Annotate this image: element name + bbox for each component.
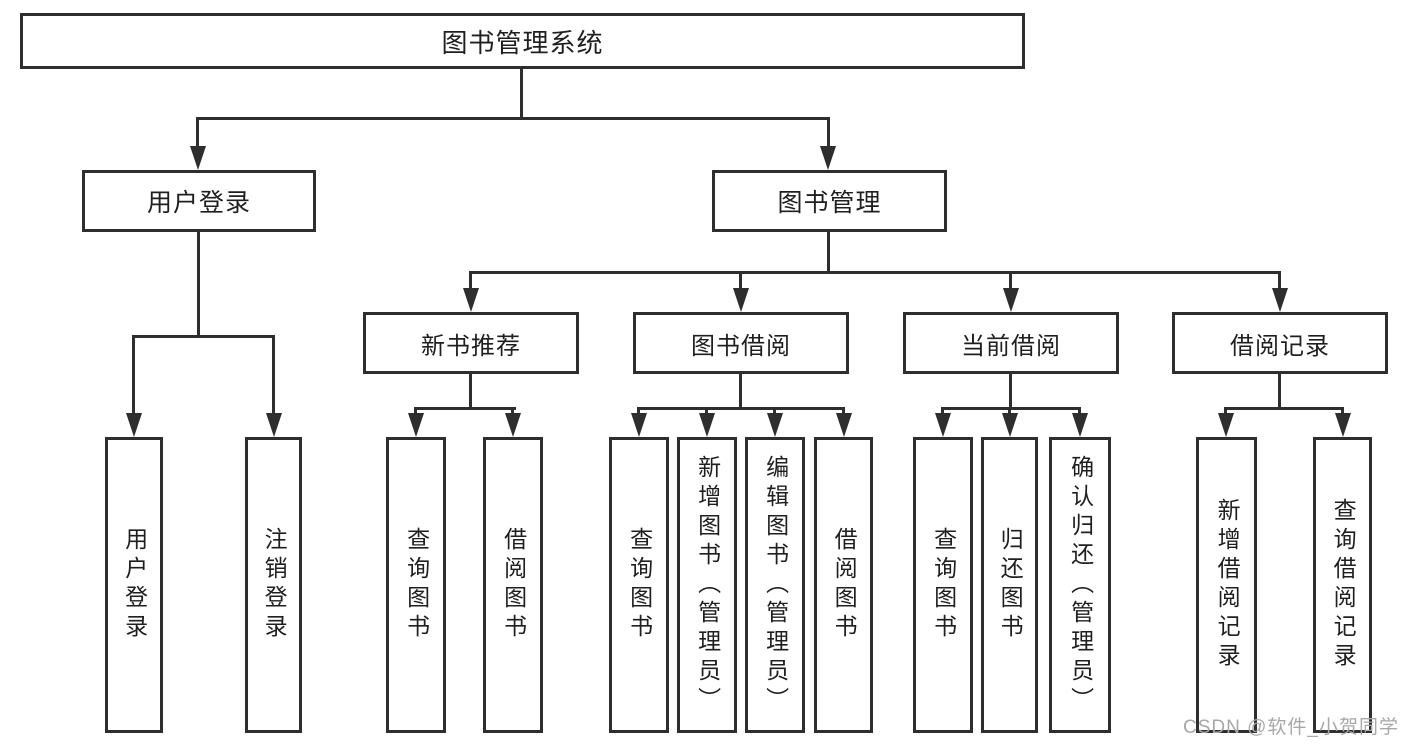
leaf-records-add-label: 新增借阅记录 bbox=[1214, 498, 1241, 672]
connector-mgmt-stem bbox=[827, 230, 830, 274]
arrowhead-leaf-logout bbox=[266, 413, 282, 437]
leaf-borrow-borrow: 借阅图书 bbox=[814, 437, 873, 733]
arrowhead-bw-edit bbox=[767, 413, 783, 437]
arrowhead-borrow-records bbox=[1272, 288, 1288, 312]
connector-drop-user-login-node bbox=[196, 117, 199, 149]
connector-drop-leaf-user-login bbox=[132, 335, 135, 417]
connector-drop-nb-borrow bbox=[511, 407, 514, 416]
leaf-borrow-edit-label: 编辑图书（管理员） bbox=[762, 454, 789, 716]
arrowhead-nb-query bbox=[408, 413, 424, 437]
leaf-newbook-query: 查询图书 bbox=[386, 437, 446, 733]
arrowhead-bw-borrow bbox=[836, 413, 852, 437]
connector-drop-bw-borrow bbox=[842, 407, 845, 416]
connector-drop-new-book bbox=[469, 271, 472, 291]
leaf-current-query: 查询图书 bbox=[913, 437, 973, 733]
connector-drop-cur-return bbox=[1008, 407, 1011, 416]
leaf-user-login-label: 用户登录 bbox=[121, 527, 148, 643]
connector-drop-bw-edit bbox=[773, 407, 776, 416]
connector-current-bar bbox=[941, 407, 1081, 410]
connector-drop-book-borrow bbox=[739, 271, 742, 291]
connector-login-stem bbox=[197, 230, 200, 337]
node-borrow-records: 借阅记录 bbox=[1172, 312, 1388, 374]
csdn-watermark: CSDN @软件_小贺同学 bbox=[1183, 717, 1399, 738]
connector-borrow-stem bbox=[739, 374, 742, 410]
leaf-borrow-borrow-label: 借阅图书 bbox=[831, 527, 858, 643]
node-user-login: 用户登录 bbox=[82, 170, 316, 232]
leaf-current-confirm-label: 确认归还（管理员） bbox=[1067, 454, 1094, 716]
leaf-records-query: 查询借阅记录 bbox=[1313, 437, 1372, 733]
node-borrow-records-label: 借阅记录 bbox=[1230, 332, 1330, 360]
connector-newbook-bar bbox=[414, 407, 516, 410]
arrowhead-cur-query bbox=[935, 413, 951, 437]
node-new-book-recommend: 新书推荐 bbox=[363, 312, 579, 374]
arrowhead-book-management bbox=[820, 146, 836, 170]
connector-root-stem bbox=[520, 66, 523, 120]
node-book-management-label: 图书管理 bbox=[777, 189, 882, 217]
leaf-borrow-edit: 编辑图书（管理员） bbox=[745, 437, 805, 733]
node-user-login-label: 用户登录 bbox=[146, 189, 251, 217]
leaf-user-login: 用户登录 bbox=[105, 437, 163, 733]
leaf-newbook-borrow: 借阅图书 bbox=[483, 437, 543, 733]
node-root-label: 图书管理系统 bbox=[441, 27, 604, 58]
connector-login-bar bbox=[132, 335, 275, 338]
connector-drop-rec-add bbox=[1224, 407, 1227, 416]
connector-drop-book-management bbox=[827, 117, 830, 149]
arrowhead-new-book bbox=[463, 288, 479, 312]
leaf-current-return: 归还图书 bbox=[981, 437, 1038, 733]
arrowhead-current-borrow bbox=[1003, 288, 1019, 312]
arrowhead-bw-add bbox=[699, 413, 715, 437]
connector-drop-current-borrow bbox=[1009, 271, 1012, 291]
node-book-borrow-label: 图书借阅 bbox=[691, 332, 791, 360]
connector-drop-leaf-logout bbox=[272, 335, 275, 417]
arrowhead-user-login-node bbox=[190, 146, 206, 170]
leaf-logout-label: 注销登录 bbox=[261, 527, 288, 643]
arrowhead-book-borrow bbox=[733, 288, 749, 312]
arrowhead-cur-return bbox=[1002, 413, 1018, 437]
leaf-logout: 注销登录 bbox=[245, 437, 302, 733]
leaf-borrow-query: 查询图书 bbox=[609, 437, 669, 733]
node-current-borrow: 当前借阅 bbox=[903, 312, 1119, 374]
connector-mgmt-bar bbox=[469, 271, 1281, 274]
leaf-newbook-query-label: 查询图书 bbox=[403, 527, 430, 643]
leaf-records-query-label: 查询借阅记录 bbox=[1330, 498, 1357, 672]
leaf-borrow-query-label: 查询图书 bbox=[626, 527, 653, 643]
connector-drop-bw-query bbox=[637, 407, 640, 416]
arrowhead-nb-borrow bbox=[505, 413, 521, 437]
leaf-current-return-label: 归还图书 bbox=[997, 527, 1024, 643]
arrowhead-rec-add bbox=[1218, 413, 1234, 437]
connector-current-stem bbox=[1009, 374, 1012, 410]
leaf-records-add: 新增借阅记录 bbox=[1196, 437, 1257, 733]
arrowhead-leaf-user-login bbox=[126, 413, 142, 437]
node-book-management: 图书管理 bbox=[712, 170, 947, 232]
arrowhead-cur-confirm bbox=[1072, 413, 1088, 437]
connector-drop-nb-query bbox=[414, 407, 417, 416]
leaf-newbook-borrow-label: 借阅图书 bbox=[500, 527, 527, 643]
connector-drop-bw-add bbox=[705, 407, 708, 416]
connector-newbook-stem bbox=[469, 374, 472, 410]
connector-root-bar bbox=[196, 117, 830, 120]
node-new-book-recommend-label: 新书推荐 bbox=[421, 332, 521, 360]
leaf-current-confirm: 确认归还（管理员） bbox=[1049, 437, 1111, 733]
connector-drop-borrow-records bbox=[1278, 271, 1281, 291]
arrowhead-rec-query bbox=[1335, 413, 1351, 437]
leaf-borrow-add-label: 新增图书（管理员） bbox=[694, 454, 721, 716]
connector-drop-cur-confirm bbox=[1078, 407, 1081, 416]
node-root: 图书管理系统 bbox=[20, 13, 1025, 69]
leaf-current-query-label: 查询图书 bbox=[930, 527, 957, 643]
arrowhead-bw-query bbox=[631, 413, 647, 437]
connector-records-stem bbox=[1278, 374, 1281, 410]
connector-drop-cur-query bbox=[941, 407, 944, 416]
leaf-borrow-add: 新增图书（管理员） bbox=[677, 437, 737, 733]
connector-borrow-bar bbox=[637, 407, 845, 410]
connector-records-bar bbox=[1224, 407, 1344, 410]
connector-drop-rec-query bbox=[1341, 407, 1344, 416]
node-book-borrow: 图书借阅 bbox=[633, 312, 849, 374]
node-current-borrow-label: 当前借阅 bbox=[961, 332, 1061, 360]
